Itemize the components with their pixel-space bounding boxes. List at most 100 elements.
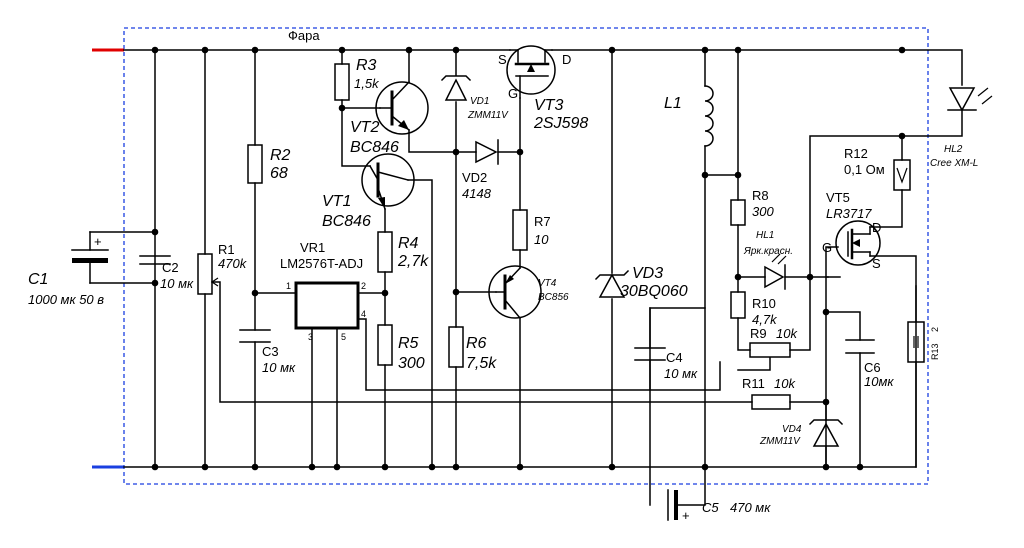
svg-text:D: D: [872, 220, 881, 235]
svg-text:G: G: [508, 86, 518, 101]
resistor-r6: R6 7,5k: [448, 326, 497, 372]
resistor-r7: R7 10: [512, 209, 551, 251]
transistor-vt4: VT4 BC856: [488, 265, 569, 320]
svg-text:R9: R9: [750, 326, 767, 341]
capacitor-c6: C6 10мк: [845, 339, 894, 389]
transistor-vt1: VT1 BC846: [322, 153, 415, 230]
svg-text:ZMM11V: ZMM11V: [759, 436, 801, 447]
svg-text:+: +: [682, 508, 690, 523]
svg-text:VT3: VT3: [534, 97, 563, 114]
svg-text:R2: R2: [270, 147, 291, 164]
svg-text:C3: C3: [262, 344, 279, 359]
inductor-l1: L1: [664, 85, 714, 147]
svg-text:G: G: [822, 240, 832, 255]
svg-text:HL1: HL1: [756, 230, 774, 241]
svg-text:10k: 10k: [776, 326, 798, 341]
svg-text:R13: R13: [930, 343, 940, 360]
svg-text:R10: R10: [752, 296, 776, 311]
svg-text:300: 300: [398, 355, 425, 372]
resistor-r8: R8 300: [730, 188, 774, 226]
svg-text:R6: R6: [466, 335, 487, 352]
svg-text:470k: 470k: [218, 256, 248, 271]
svg-text:10мк: 10мк: [864, 374, 894, 389]
svg-text:3: 3: [308, 332, 313, 342]
svg-text:300: 300: [752, 204, 774, 219]
svg-text:4148: 4148: [462, 186, 492, 201]
svg-text:Ярк.красн.: Ярк.красн.: [743, 246, 793, 257]
svg-text:1: 1: [286, 281, 291, 291]
svg-text:C5: C5: [702, 500, 719, 515]
headlight-frame: [123, 27, 929, 485]
svg-text:BC846: BC846: [350, 139, 399, 156]
svg-text:10: 10: [534, 232, 549, 247]
junctions: [151, 46, 906, 471]
resistor-r12: R12 0,1 Ом: [844, 146, 911, 191]
capacitor-c5: + C5 470 мк: [667, 489, 771, 523]
resistor-r2: R2 68: [247, 144, 291, 184]
led-hl2: HL2 Cree XM-L: [930, 87, 993, 169]
svg-text:C1: C1: [28, 271, 48, 288]
capacitor-c1: + C1 1000 мк 50 в: [28, 234, 109, 307]
svg-text:C6: C6: [864, 360, 881, 375]
wiring: [89, 49, 963, 506]
svg-text:BC856: BC856: [538, 292, 569, 303]
svg-text:R1: R1: [218, 242, 235, 257]
resistor-r5: R5 300: [377, 324, 425, 372]
svg-text:C4: C4: [666, 350, 683, 365]
svg-text:R5: R5: [398, 335, 419, 352]
svg-text:R8: R8: [752, 188, 769, 203]
svg-text:VD3: VD3: [632, 265, 663, 282]
svg-text:D: D: [562, 52, 571, 67]
regulator-vr1: VR1 LM2576T-ADJ 1 2 3 5 4: [280, 240, 366, 342]
resistor-r4: R4 2,7k: [377, 231, 429, 273]
svg-text:R3: R3: [356, 57, 377, 74]
resistor-r11: R11 10k: [742, 376, 796, 410]
mosfet-vt5: G D S VT5 LR3717: [822, 190, 881, 271]
svg-text:VT1: VT1: [322, 193, 351, 210]
svg-text:R12: R12: [844, 146, 868, 161]
resistor-r3: R3 1,5k: [334, 57, 380, 101]
svg-text:2: 2: [361, 281, 366, 291]
svg-text:10k: 10k: [774, 376, 796, 391]
resistor-r1: R1 470k: [197, 242, 248, 295]
svg-text:2: 2: [930, 327, 940, 332]
svg-text:10 мк: 10 мк: [664, 366, 698, 381]
mosfet-vt3: S D G VT3 2SJ598: [498, 45, 588, 132]
svg-text:Cree XM-L: Cree XM-L: [930, 158, 978, 169]
svg-text:S: S: [872, 256, 881, 271]
svg-text:10 мк: 10 мк: [160, 276, 194, 291]
capacitor-c4: C4 10 мк: [634, 347, 698, 381]
svg-text:LM2576T-ADJ: LM2576T-ADJ: [280, 256, 363, 271]
svg-text:0,1 Ом: 0,1 Ом: [844, 162, 885, 177]
capacitor-c3: C3 10 мк: [239, 329, 296, 375]
svg-text:BC846: BC846: [322, 213, 371, 230]
svg-text:R11: R11: [742, 376, 765, 391]
capacitor-c2: C2 10 мк: [139, 255, 194, 291]
resistor-r9: R9 10k: [749, 326, 798, 358]
svg-text:68: 68: [270, 165, 288, 182]
svg-text:VD2: VD2: [462, 170, 487, 185]
svg-text:1000 мк 50 в: 1000 мк 50 в: [28, 292, 104, 307]
svg-text:2,7k: 2,7k: [397, 253, 429, 270]
svg-text:HL2: HL2: [944, 144, 963, 155]
svg-text:4: 4: [361, 309, 366, 319]
svg-text:30BQ060: 30BQ060: [620, 283, 688, 300]
svg-text:2SJ598: 2SJ598: [533, 115, 588, 132]
svg-text:S: S: [498, 52, 507, 67]
svg-text:7,5k: 7,5k: [466, 355, 497, 372]
svg-text:VD4: VD4: [782, 424, 802, 435]
diode-vd3: VD3 30BQ060: [594, 265, 688, 300]
frame-title: Фара: [288, 28, 320, 43]
svg-text:5: 5: [341, 332, 346, 342]
svg-text:C2: C2: [162, 260, 179, 275]
svg-text:10 мк: 10 мк: [262, 360, 296, 375]
resistor-r10: R10 4,7k: [730, 291, 778, 327]
svg-text:1,5k: 1,5k: [354, 76, 380, 91]
svg-text:ZMM11V: ZMM11V: [467, 110, 509, 121]
led-hl1: HL1 Ярк.красн.: [743, 230, 793, 290]
svg-text:L1: L1: [664, 95, 682, 112]
zener-vd4: VD4 ZMM11V: [759, 419, 844, 468]
svg-text:4,7k: 4,7k: [752, 312, 778, 327]
zener-vd1: VD1 ZMM11V: [440, 75, 509, 121]
resistor-r13: R13 2: [907, 321, 940, 363]
